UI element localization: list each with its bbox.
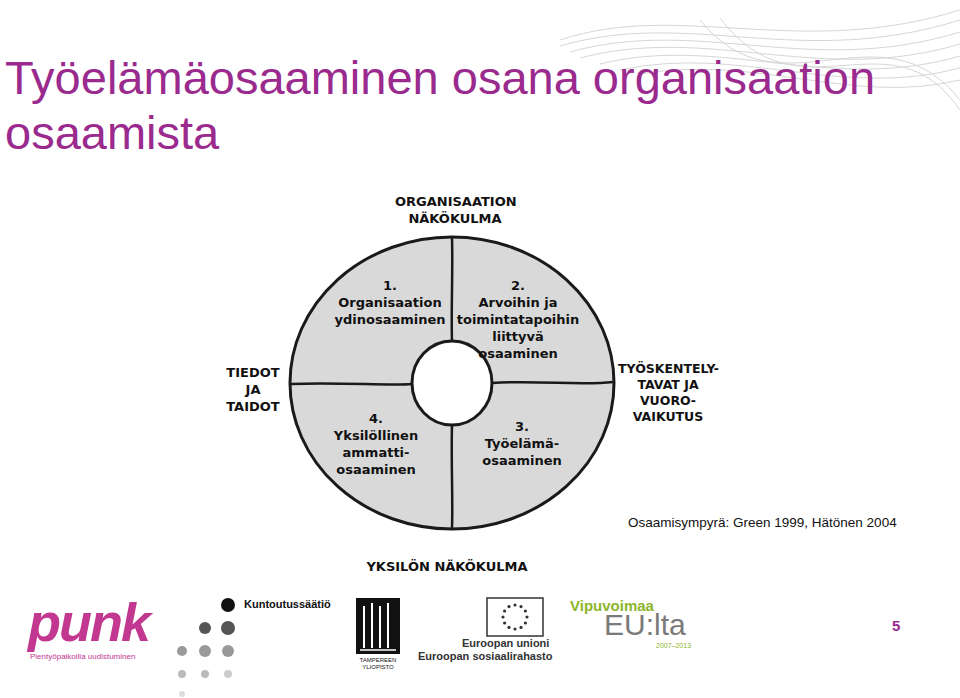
axis-label: TYÖSKENTELY-TAVAT JA VUORO-VAIKUTUS	[618, 361, 718, 425]
eu-star	[524, 609, 527, 612]
quadrant-label: Organisaation ydinosaaminen	[330, 294, 450, 328]
eu-star	[503, 621, 506, 624]
quadrant-number: 4.	[326, 410, 426, 427]
eu-star	[519, 605, 522, 608]
quadrant-box: 4.Yksilöllinen ammatti-osaaminen	[326, 410, 426, 478]
logo-text: TAMPEREEN YLIOPISTO	[352, 657, 404, 671]
slide-title: Työelämäosaaminen osana organisaation os…	[5, 50, 955, 160]
axis-label: ORGANISAATION NÄKÖKULMA	[395, 193, 515, 227]
university-logo	[356, 598, 400, 654]
quadrant-number: 2.	[452, 277, 584, 294]
page-number: 5	[892, 617, 900, 634]
logo-text: 2007–2013	[656, 642, 691, 649]
dot-logo	[177, 598, 235, 697]
eu-star	[525, 615, 528, 618]
eu-star	[507, 605, 510, 608]
quadrant-label: Arvoihin ja toimintatapoihin liittyvä os…	[452, 294, 584, 362]
quadrant-box: 3.Työelämä-osaaminen	[472, 418, 572, 469]
axis-label: YKSILÖN NÄKÖKULMA	[357, 559, 537, 574]
logo-text: Kuntoutussäätiö	[244, 598, 331, 610]
logo-text: EU:lta	[604, 608, 686, 642]
eu-star	[501, 615, 504, 618]
eu-flag	[487, 598, 543, 636]
eu-star	[507, 626, 510, 629]
eu-star	[503, 609, 506, 612]
axis-label: TIEDOT JA TAIDOT	[222, 364, 284, 415]
logo-text: Euroopan unioni	[462, 637, 549, 649]
source-caption: Osaamisympyrä: Green 1999, Hätönen 2004	[628, 515, 897, 530]
eu-star	[513, 603, 516, 606]
logo-text: punk	[28, 592, 149, 652]
eu-star	[519, 626, 522, 629]
logo-subtitle: Pientyöpaikoilla uudistuminen	[30, 652, 135, 661]
quadrant-box: 1.Organisaation ydinosaaminen	[330, 277, 450, 328]
competence-circle	[290, 237, 614, 529]
quadrant-number: 1.	[330, 277, 450, 294]
eu-star	[513, 627, 516, 630]
eu-star	[524, 621, 527, 624]
quadrant-label: Yksilöllinen ammatti-osaaminen	[326, 427, 426, 478]
quadrant-box: 2.Arvoihin ja toimintatapoihin liittyvä …	[452, 277, 584, 362]
quadrant-number: 3.	[472, 418, 572, 435]
quadrant-label: Työelämä-osaaminen	[472, 435, 572, 469]
logo-text: Euroopan sosiaalirahasto	[418, 650, 552, 662]
